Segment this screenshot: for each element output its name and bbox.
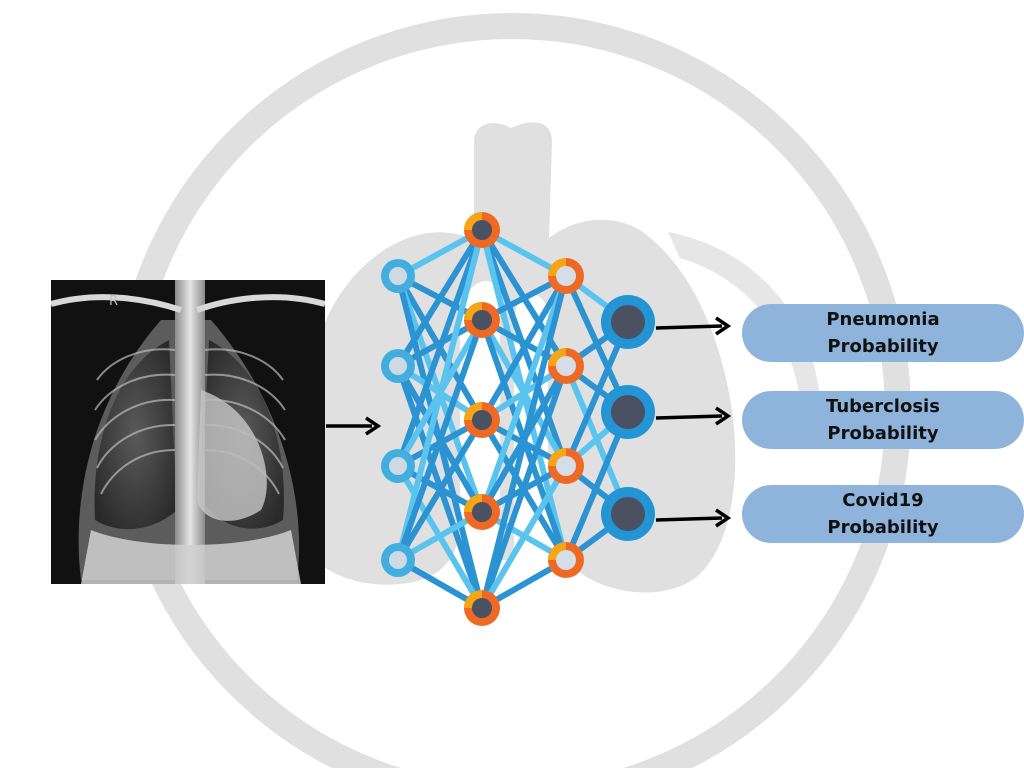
network-edge	[479, 273, 569, 515]
network-edge	[395, 227, 485, 469]
xray-side-marker: R	[109, 294, 119, 309]
network-edge	[479, 273, 569, 423]
output-label-tuberculosis: Tuberclosis Probability	[826, 396, 940, 444]
xray-drawing	[51, 280, 325, 584]
network-edge	[395, 417, 485, 563]
network-edge	[395, 227, 485, 369]
input-arrow	[326, 416, 382, 436]
network-edge	[479, 363, 569, 611]
output-arrow-line	[655, 414, 723, 420]
network-edge	[395, 317, 485, 563]
input-node-core	[389, 267, 407, 285]
hidden-node-core	[472, 502, 492, 522]
output-label-pneumonia: Pneumonia Probability	[826, 309, 940, 357]
chest-xray-image: R	[51, 280, 325, 584]
output-arrow-head	[715, 406, 732, 426]
output-node-core	[611, 395, 645, 429]
hidden-node-core	[472, 410, 492, 430]
output-node-core	[611, 497, 645, 531]
network-edge	[479, 463, 569, 611]
output-arrow-line	[655, 516, 723, 522]
pneumonia-output: Pneumonia Probability	[742, 304, 1024, 362]
hidden-node-core	[556, 456, 576, 476]
input-node-core	[389, 457, 407, 475]
input-node-core	[389, 357, 407, 375]
tuberculosis-output: Tuberclosis Probability	[742, 391, 1024, 449]
network-nodes	[381, 212, 655, 626]
output-arrow-head	[715, 508, 732, 528]
hidden-node-core	[556, 356, 576, 376]
output-label-covid19: Covid19 Probability	[827, 490, 939, 538]
output-arrows	[655, 316, 732, 528]
hidden-node-core	[556, 550, 576, 570]
input-node-core	[389, 551, 407, 569]
hidden-node-core	[472, 598, 492, 618]
output-arrow-line	[655, 324, 723, 330]
covid19-output: Covid19 Probability	[742, 485, 1024, 543]
hidden-node-core	[472, 310, 492, 330]
hidden-node-core	[556, 266, 576, 286]
network-edge	[479, 273, 569, 611]
hidden-node-core	[472, 220, 492, 240]
output-node-core	[611, 305, 645, 339]
network-edge	[395, 227, 485, 563]
output-arrow-head	[715, 316, 732, 336]
